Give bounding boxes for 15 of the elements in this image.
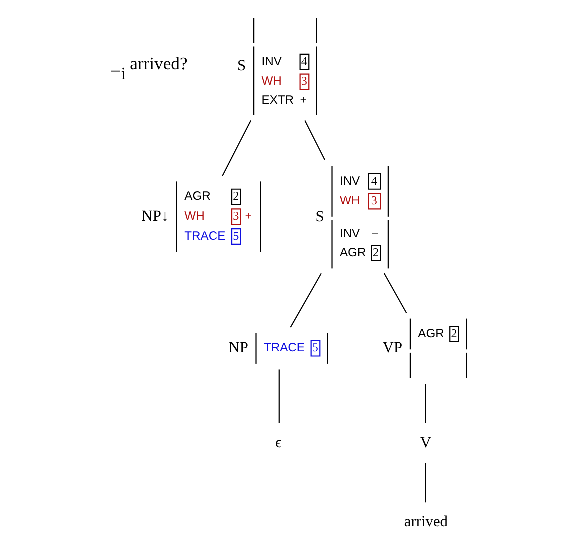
node-text: arrived bbox=[404, 514, 448, 531]
connector bbox=[424, 384, 426, 423]
connector bbox=[222, 120, 252, 176]
connector bbox=[383, 273, 407, 314]
node-label: S bbox=[315, 208, 324, 226]
node-label: NP↓ bbox=[141, 208, 169, 225]
node-label: VP bbox=[382, 340, 402, 357]
connector bbox=[290, 273, 322, 328]
node-text: ϵ bbox=[275, 434, 282, 452]
connector bbox=[424, 463, 426, 503]
node-text: V bbox=[420, 434, 432, 452]
connector bbox=[278, 370, 280, 424]
connector bbox=[304, 120, 326, 160]
node-label: S bbox=[237, 58, 246, 75]
node-label: NP bbox=[228, 340, 248, 357]
